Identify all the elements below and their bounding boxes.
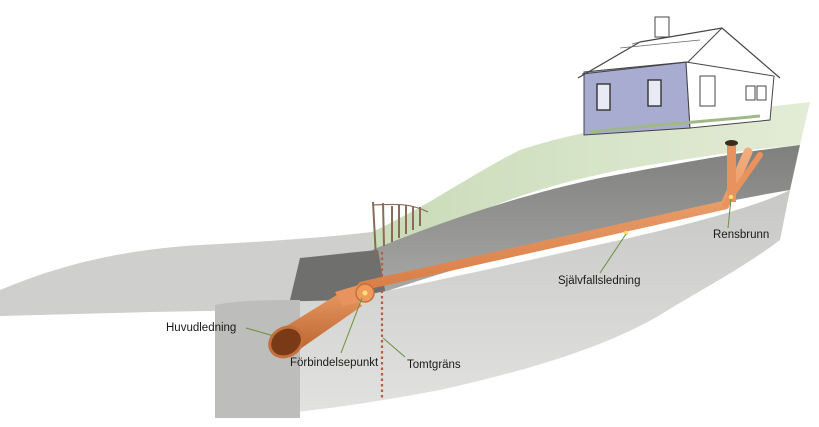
leader-gravity-pipe — [599, 233, 627, 274]
terrain-left — [0, 232, 372, 316]
inspection-well-riser — [727, 144, 736, 202]
label-inspection-well: Rensbrunn — [713, 229, 769, 241]
gravity-pipe-marker — [623, 230, 629, 236]
label-main-pipe: Huvudledning — [166, 322, 236, 334]
soil-lower-wedge — [215, 300, 300, 418]
label-connection-point: Förbindelsepunkt — [290, 357, 379, 369]
connection-point-dot — [362, 290, 368, 296]
leader-inspection-well — [727, 198, 732, 229]
grass-surface — [372, 102, 810, 250]
soil-front-body — [215, 190, 790, 418]
house — [577, 16, 781, 136]
leader-connection-point — [340, 297, 363, 354]
fence — [372, 201, 429, 259]
inspection-well-cap — [725, 140, 738, 146]
label-property-boundary: Tomtgräns — [407, 359, 461, 371]
label-gravity-pipe: Självfallsledning — [558, 275, 640, 287]
main-pipe-end — [268, 325, 304, 359]
inspection-well-marker — [728, 194, 734, 200]
leader-property-boundary — [382, 337, 406, 358]
leader-main-pipe — [245, 327, 275, 337]
